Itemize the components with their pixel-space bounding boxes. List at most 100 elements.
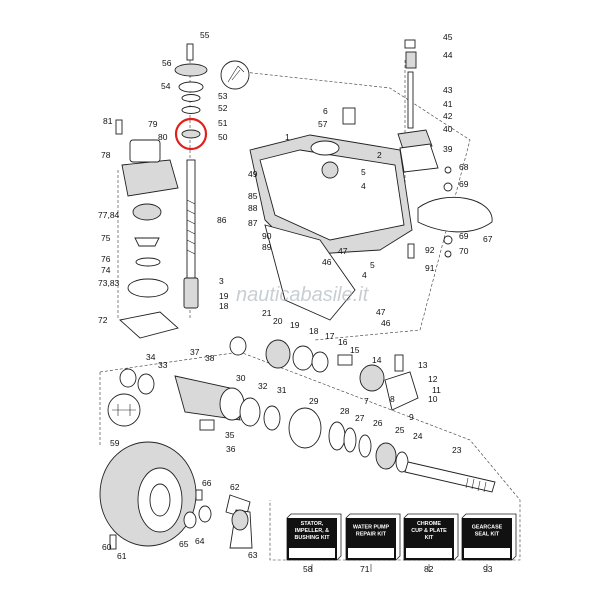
callout-70: 70 bbox=[459, 246, 469, 256]
callout-47: 47 bbox=[338, 246, 348, 256]
callout-31: 31 bbox=[277, 385, 287, 395]
watermark: nauticabasile.it bbox=[236, 284, 370, 306]
callout-35: 35 bbox=[225, 430, 235, 440]
callout-36: 36 bbox=[226, 444, 236, 454]
special-tool-icon bbox=[220, 60, 250, 90]
callout-6: 6 bbox=[323, 106, 328, 116]
callout-24: 24 bbox=[413, 431, 423, 441]
callout-5: 5 bbox=[370, 260, 375, 270]
callout-69: 69 bbox=[459, 179, 469, 189]
kit-label-line: GEARCASE bbox=[472, 525, 503, 531]
callout-80: 80 bbox=[158, 132, 168, 142]
water-pump-housing bbox=[115, 119, 179, 339]
callout-74: 74 bbox=[101, 265, 111, 275]
kit-label-line: SEAL KIT bbox=[475, 532, 500, 538]
callout-64: 64 bbox=[195, 536, 205, 546]
callout-19: 19 bbox=[290, 320, 300, 330]
highlighted-seal bbox=[174, 117, 208, 151]
callout-86: 86 bbox=[217, 215, 227, 225]
callout-4: 4 bbox=[361, 181, 366, 191]
callout-53: 53 bbox=[218, 91, 228, 101]
callout-11: 11 bbox=[432, 385, 441, 395]
callout-42: 42 bbox=[443, 111, 453, 121]
callout-14: 14 bbox=[372, 355, 382, 365]
callout-93: 93 bbox=[483, 564, 493, 574]
callout-49: 49 bbox=[248, 169, 258, 179]
special-tool-icon bbox=[107, 393, 141, 427]
shift-rod-assembly bbox=[397, 39, 453, 192]
callout-66: 66 bbox=[202, 478, 212, 488]
callout-9: 9 bbox=[409, 412, 414, 422]
callout-26: 26 bbox=[373, 418, 383, 428]
kit-box-stator: STATOR,IMPELLER, &BUSHING KIT bbox=[286, 513, 342, 572]
callout-18: 18 bbox=[219, 301, 229, 311]
callout-75: 75 bbox=[101, 233, 111, 243]
callout-41: 41 bbox=[443, 99, 453, 109]
callout-85: 85 bbox=[248, 191, 258, 201]
callout-61: 61 bbox=[117, 551, 127, 561]
callout-28: 28 bbox=[340, 406, 350, 416]
propeller-hub bbox=[99, 441, 253, 550]
callout-46: 46 bbox=[322, 257, 332, 267]
gearcase-housing bbox=[249, 107, 413, 321]
callout-27: 27 bbox=[355, 413, 365, 423]
callout-7: 7 bbox=[364, 396, 369, 406]
callout-39: 39 bbox=[443, 144, 453, 154]
callout-58: 58 bbox=[303, 564, 313, 574]
callout-76: 76 bbox=[101, 254, 111, 264]
callout-37: 37 bbox=[190, 347, 200, 357]
callout-29: 29 bbox=[309, 396, 319, 406]
callout-57: 57 bbox=[318, 119, 328, 129]
callout-91: 91 bbox=[425, 263, 435, 273]
bearing-carrier bbox=[119, 368, 409, 473]
callout-72: 72 bbox=[98, 315, 108, 325]
callout-59: 59 bbox=[110, 438, 120, 448]
callout-32: 32 bbox=[258, 381, 268, 391]
callout-65: 65 bbox=[179, 539, 189, 549]
callout-13: 13 bbox=[418, 360, 428, 370]
callout-3: 3 bbox=[219, 276, 224, 286]
callout-87: 87 bbox=[248, 218, 258, 228]
kit-label-line: CHROME bbox=[417, 521, 441, 527]
callout-44: 44 bbox=[443, 50, 453, 60]
callout-55: 55 bbox=[200, 30, 210, 40]
callout-18: 18 bbox=[309, 326, 319, 336]
callout-8: 8 bbox=[390, 394, 395, 404]
callout-51: 51 bbox=[218, 118, 228, 128]
callout-69: 69 bbox=[459, 231, 469, 241]
callout-19: 19 bbox=[219, 291, 229, 301]
callout-77,84: 77,84 bbox=[98, 210, 120, 220]
callout-43: 43 bbox=[443, 85, 453, 95]
callout-90: 90 bbox=[262, 231, 272, 241]
callout-81: 81 bbox=[103, 116, 113, 126]
callout-50: 50 bbox=[218, 132, 228, 142]
propeller-shaft bbox=[404, 461, 496, 493]
callout-45: 45 bbox=[443, 32, 453, 42]
callout-89: 89 bbox=[262, 242, 272, 252]
callout-25: 25 bbox=[395, 425, 405, 435]
anode-plate bbox=[407, 196, 493, 259]
callout-68: 68 bbox=[459, 162, 469, 172]
callout-17: 17 bbox=[325, 331, 335, 341]
callout-23: 23 bbox=[452, 445, 462, 455]
callout-1: 1 bbox=[285, 132, 290, 142]
callout-15: 15 bbox=[350, 345, 360, 355]
gear-train bbox=[229, 336, 419, 411]
callout-47: 47 bbox=[376, 307, 386, 317]
callout-52: 52 bbox=[218, 103, 228, 113]
callout-38: 38 bbox=[205, 353, 215, 363]
callout-30: 30 bbox=[236, 373, 246, 383]
callout-46: 46 bbox=[381, 318, 391, 328]
callout-12: 12 bbox=[428, 374, 438, 384]
kit-label-line: BUSHING KIT bbox=[294, 535, 330, 541]
callout-40: 40 bbox=[443, 124, 453, 134]
kit-label-line: CUP & PLATE bbox=[411, 528, 447, 534]
callout-78: 78 bbox=[101, 150, 111, 160]
callout-92: 92 bbox=[425, 245, 435, 255]
